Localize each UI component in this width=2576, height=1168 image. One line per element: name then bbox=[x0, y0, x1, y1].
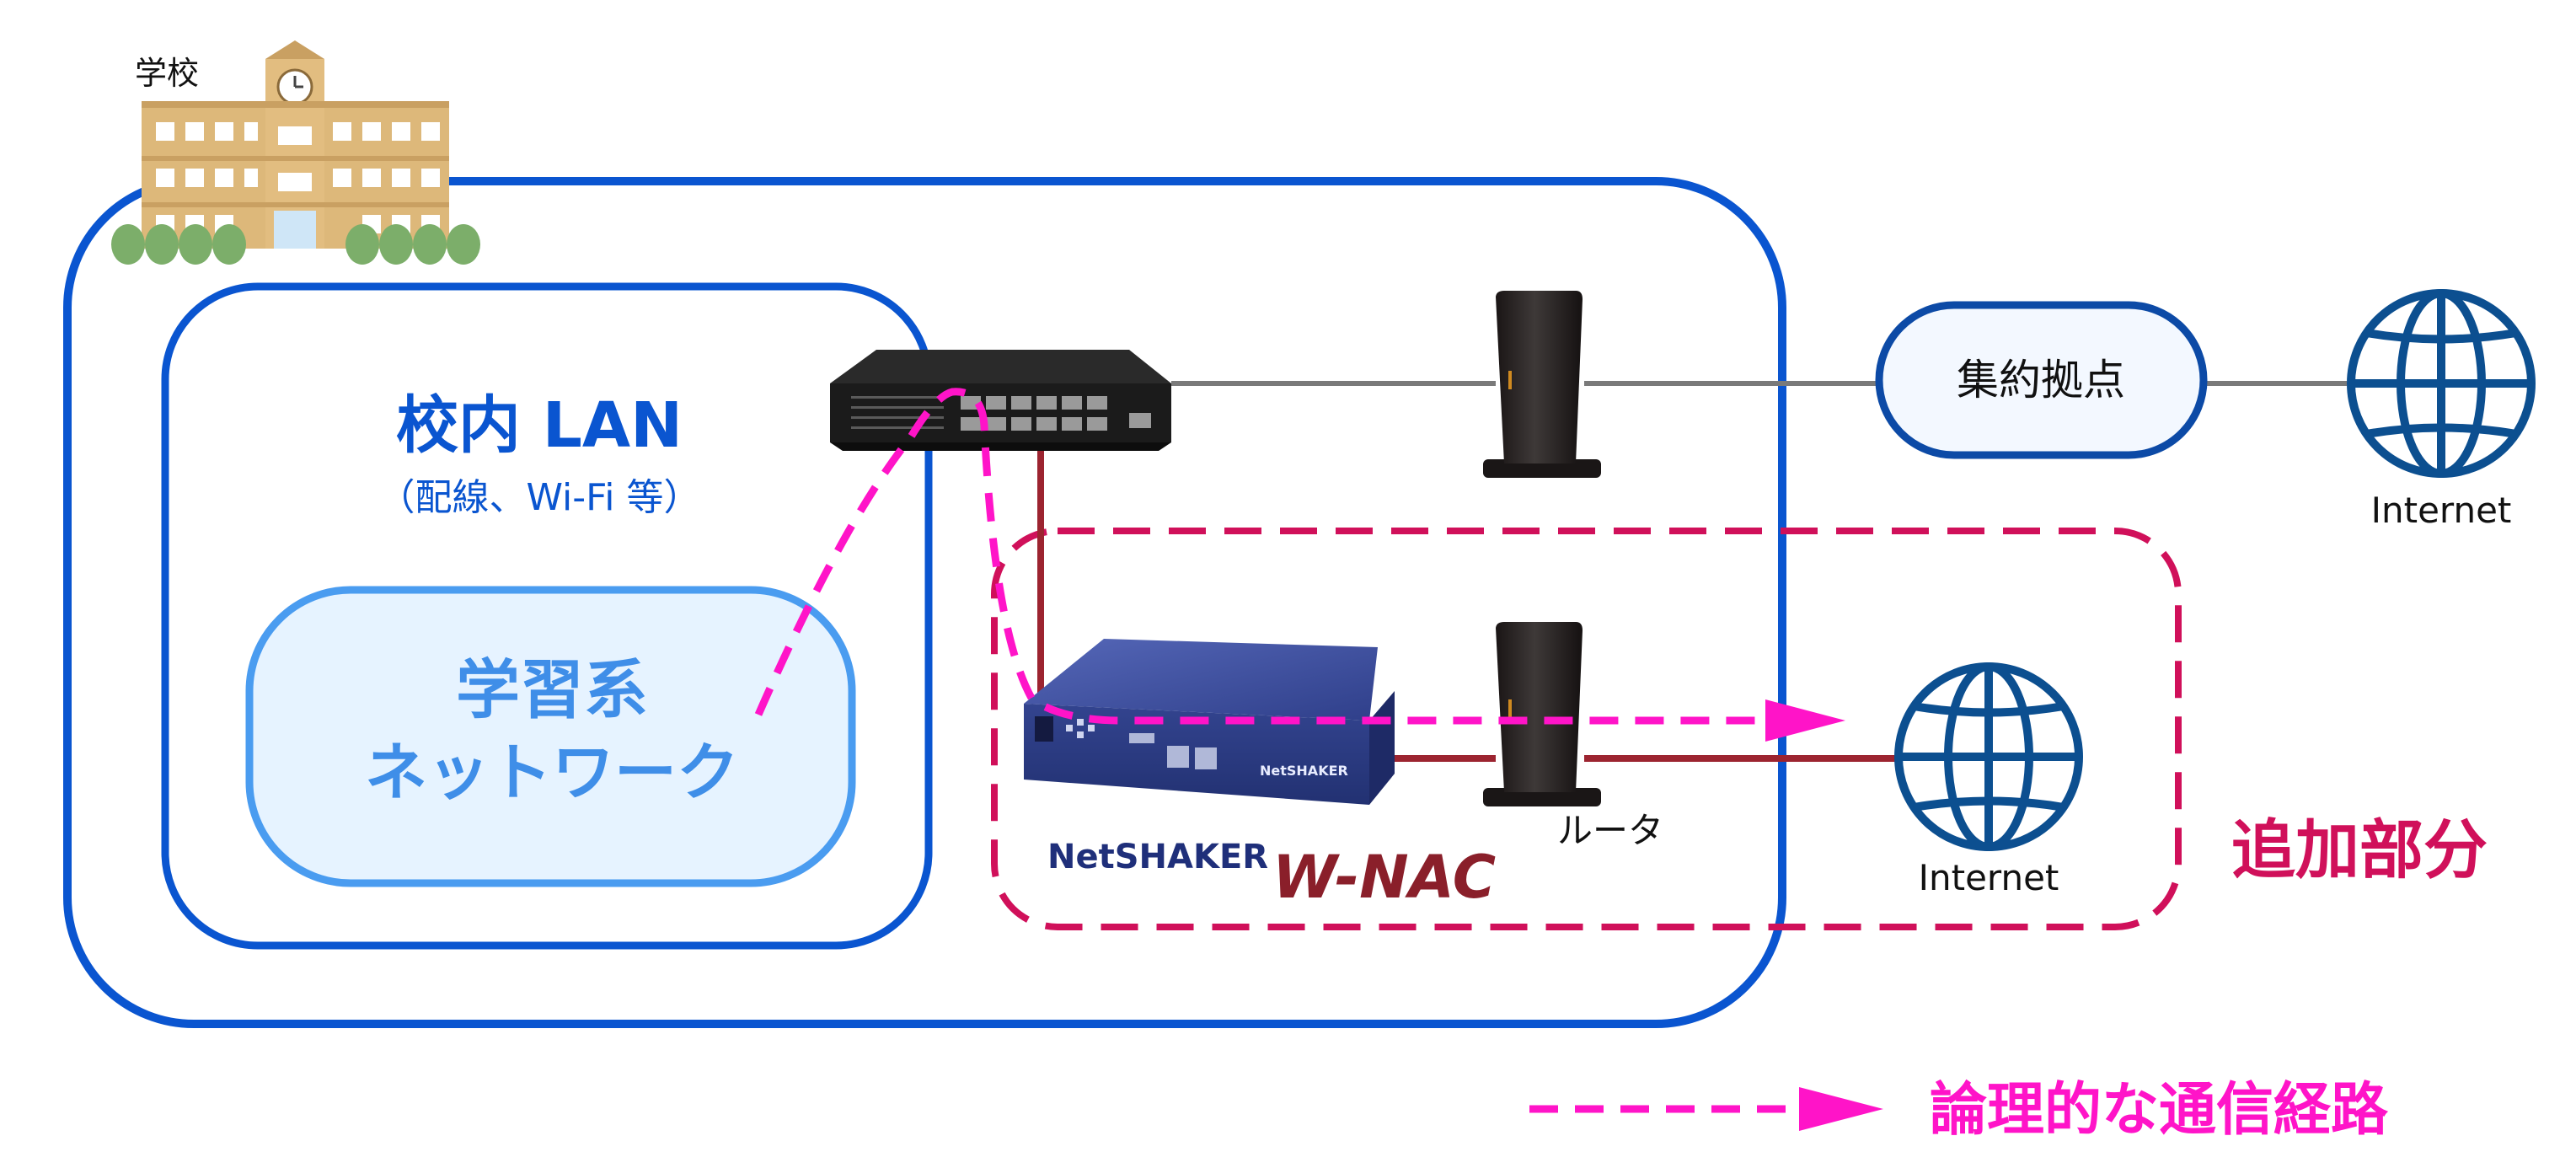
campus-lan-boundary bbox=[161, 282, 933, 950]
aggregation-point-label: 集約拠点 bbox=[1957, 356, 2125, 405]
added-part-label: 追加部分 bbox=[2231, 812, 2488, 887]
router-label: ルータ bbox=[1557, 810, 1663, 851]
appliance-badge: NetSHAKER bbox=[1260, 763, 1348, 779]
campus-boundary bbox=[63, 177, 1786, 1028]
aggregation-point-box bbox=[1875, 301, 2208, 459]
network-switch-icon bbox=[830, 350, 1171, 451]
campus-lan-subtitle: （配線、Wi-Fi 等） bbox=[378, 476, 701, 519]
nac-appliance-icon: NetSHAKER bbox=[1024, 639, 1395, 805]
product-brand-label: NetSHAKER bbox=[1047, 838, 1268, 876]
router-icon bbox=[1483, 291, 1601, 478]
logical-path-arrowhead bbox=[1765, 699, 1845, 742]
globe-icon bbox=[2347, 289, 2536, 478]
learning-network-label-line2: ネットワーク bbox=[365, 737, 739, 809]
school-building-icon bbox=[111, 40, 480, 265]
learning-network-label-line1: 学習系 bbox=[456, 652, 648, 727]
internet-top-label: Internet bbox=[2371, 490, 2512, 531]
product-model-label: W-NAC bbox=[1272, 843, 1496, 912]
learning-network-box bbox=[245, 586, 856, 887]
router-bottom-icon bbox=[1483, 622, 1601, 806]
campus-lan-title: 校内 LAN bbox=[396, 389, 683, 462]
globe-bottom-icon bbox=[1894, 662, 2083, 851]
added-part-boundary bbox=[991, 528, 2182, 930]
internet-bottom-label: Internet bbox=[1919, 857, 2059, 898]
logical-path-line bbox=[754, 388, 1791, 725]
school-label: 学校 bbox=[135, 55, 199, 92]
legend-arrowhead bbox=[1799, 1087, 1883, 1131]
legend-label: 論理的な通信経路 bbox=[1930, 1077, 2389, 1144]
